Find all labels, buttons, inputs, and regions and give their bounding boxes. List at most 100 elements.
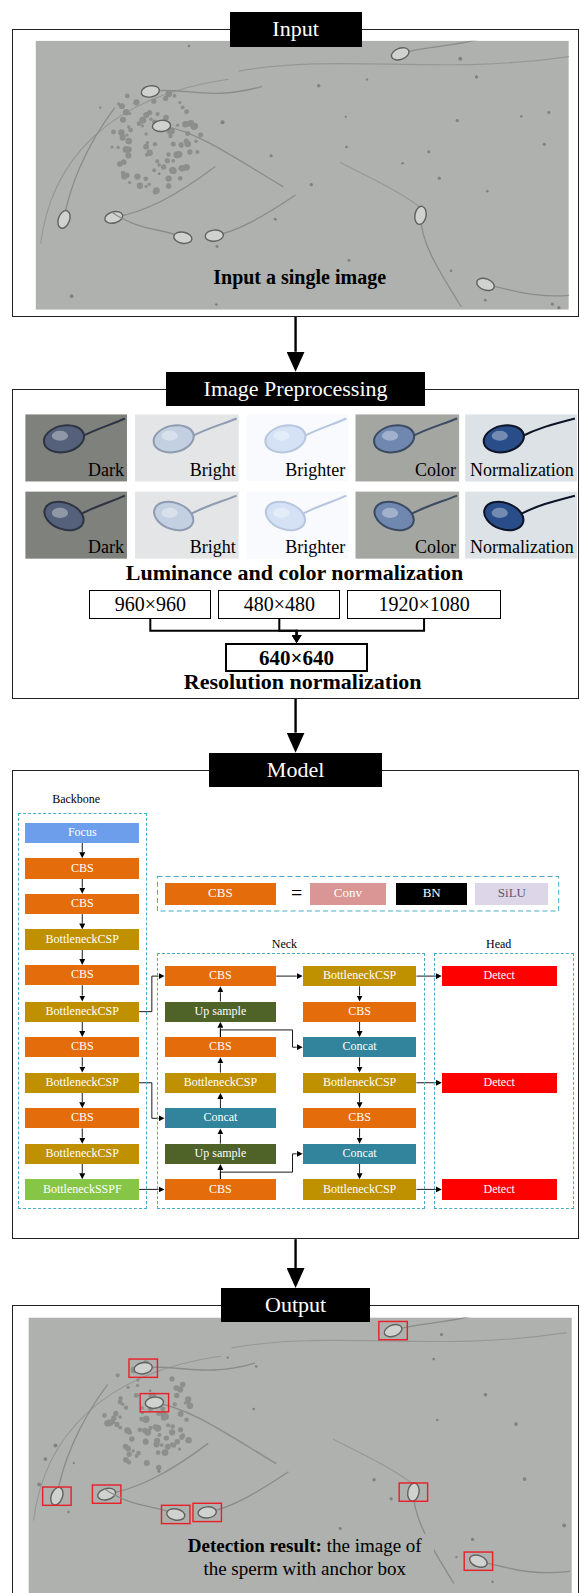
debris-dot (520, 115, 522, 117)
debris-dot (310, 183, 313, 186)
connector-arrow (82, 843, 83, 852)
debris-dot (317, 84, 320, 87)
thumbnail-ground (135, 414, 239, 481)
micrograph-ground (28, 1317, 571, 1593)
cell-debris (110, 145, 113, 148)
sperm-tail (105, 1489, 176, 1514)
sperm-thumbnail (247, 492, 349, 559)
micrograph-ground (36, 41, 569, 310)
debris-dot (557, 306, 560, 309)
debris-dot (458, 57, 462, 61)
cell-debris (121, 159, 127, 165)
debris-dot (345, 116, 347, 118)
sperm-head (383, 1322, 404, 1339)
layer-block: CBS (165, 1037, 277, 1057)
cell-debris (161, 1414, 167, 1420)
cell-debris (171, 141, 176, 146)
cell-debris (136, 1451, 141, 1456)
cell-debris (195, 150, 199, 154)
block-label: 1920×1080 (378, 593, 469, 616)
debris-dot (158, 172, 160, 174)
block-label: CBS (209, 1183, 232, 1197)
cell-debris (156, 1465, 162, 1471)
head-highlight (162, 508, 178, 518)
cell-debris (166, 175, 172, 181)
cell-debris (143, 1416, 150, 1423)
connector-arrow (82, 1164, 83, 1173)
sperm-head (145, 1396, 164, 1409)
block-label: BottleneckCSP (46, 933, 119, 947)
cell-debris (136, 1378, 139, 1381)
cell-debris (137, 1428, 142, 1433)
connector-arrow (82, 1022, 83, 1031)
debris-dot (471, 1538, 474, 1541)
thumbnail-ground (356, 414, 460, 481)
cell-debris (125, 133, 128, 136)
sperm-head (166, 1507, 186, 1521)
debris-dot (547, 111, 550, 114)
image-caption: Input a single image (209, 266, 390, 288)
sperm-tail (191, 496, 237, 514)
cell-debris (134, 173, 140, 179)
cell-debris (191, 124, 197, 130)
debris-dot (427, 150, 430, 153)
cell-debris (118, 1426, 122, 1430)
cell-debris (171, 168, 177, 174)
faint-tail (34, 1356, 222, 1521)
block-label: CBS (348, 1111, 371, 1125)
cell-debris (178, 1448, 181, 1451)
block-label: BottleneckSSPF (43, 1183, 122, 1197)
anchor-box (399, 1483, 427, 1501)
illustration-layer (25, 23, 577, 1593)
block-label: BottleneckCSP (46, 1147, 119, 1161)
layer-block: BottleneckCSP (303, 966, 417, 986)
connector-arrow (359, 1022, 360, 1031)
head-highlight (492, 431, 508, 441)
cell-debris (181, 105, 185, 109)
sperm-head (56, 209, 73, 230)
group-box: BackboneFocusCBSCBSBottleneckCSPCBSBottl… (18, 793, 147, 1208)
debris-dot (484, 299, 487, 302)
sperm-tail (521, 496, 575, 514)
thumbnail-ground (465, 492, 577, 559)
cell-debris (184, 1418, 188, 1422)
sperm-thumbnail (356, 414, 460, 481)
anchor-box (379, 1321, 407, 1339)
layer-block: CBS (25, 858, 139, 878)
legend-block: Conv (310, 883, 386, 905)
cell-debris (184, 139, 189, 144)
sperm-head (151, 422, 196, 456)
connector-arrow (82, 879, 83, 888)
cell-debris (178, 176, 183, 181)
debris-dot (514, 1422, 518, 1426)
head-highlight (52, 508, 68, 518)
sperm-tail (207, 1472, 288, 1513)
cell-debris (133, 99, 139, 105)
debris-dot (432, 1358, 435, 1361)
cell-debris (155, 159, 159, 163)
cell-debris (168, 134, 172, 138)
cell-debris (121, 173, 127, 179)
cell-debris (128, 112, 132, 116)
sperm-tail (150, 86, 262, 93)
debris-dot (491, 1581, 493, 1583)
sperm-tail (64, 108, 115, 220)
anchor-box (140, 1394, 168, 1412)
debris-dot (216, 245, 219, 248)
sperm-head (475, 276, 496, 293)
cell-debris (173, 94, 177, 98)
cell-debris (184, 109, 189, 114)
cell-debris (174, 1385, 180, 1391)
sperm-head (406, 1482, 420, 1502)
anchor-box (92, 1485, 120, 1503)
sperm-thumbnail (465, 414, 577, 481)
connector-arrow (82, 1093, 83, 1102)
block-label: CBS (71, 968, 94, 982)
cell-debris (125, 93, 130, 98)
size-box: 480×480 (218, 590, 340, 618)
cell-debris (160, 1443, 164, 1447)
sperm-tail (486, 284, 569, 296)
cell-debris (154, 1438, 160, 1444)
debris-dot (562, 1523, 566, 1527)
debris-dot (347, 259, 350, 262)
